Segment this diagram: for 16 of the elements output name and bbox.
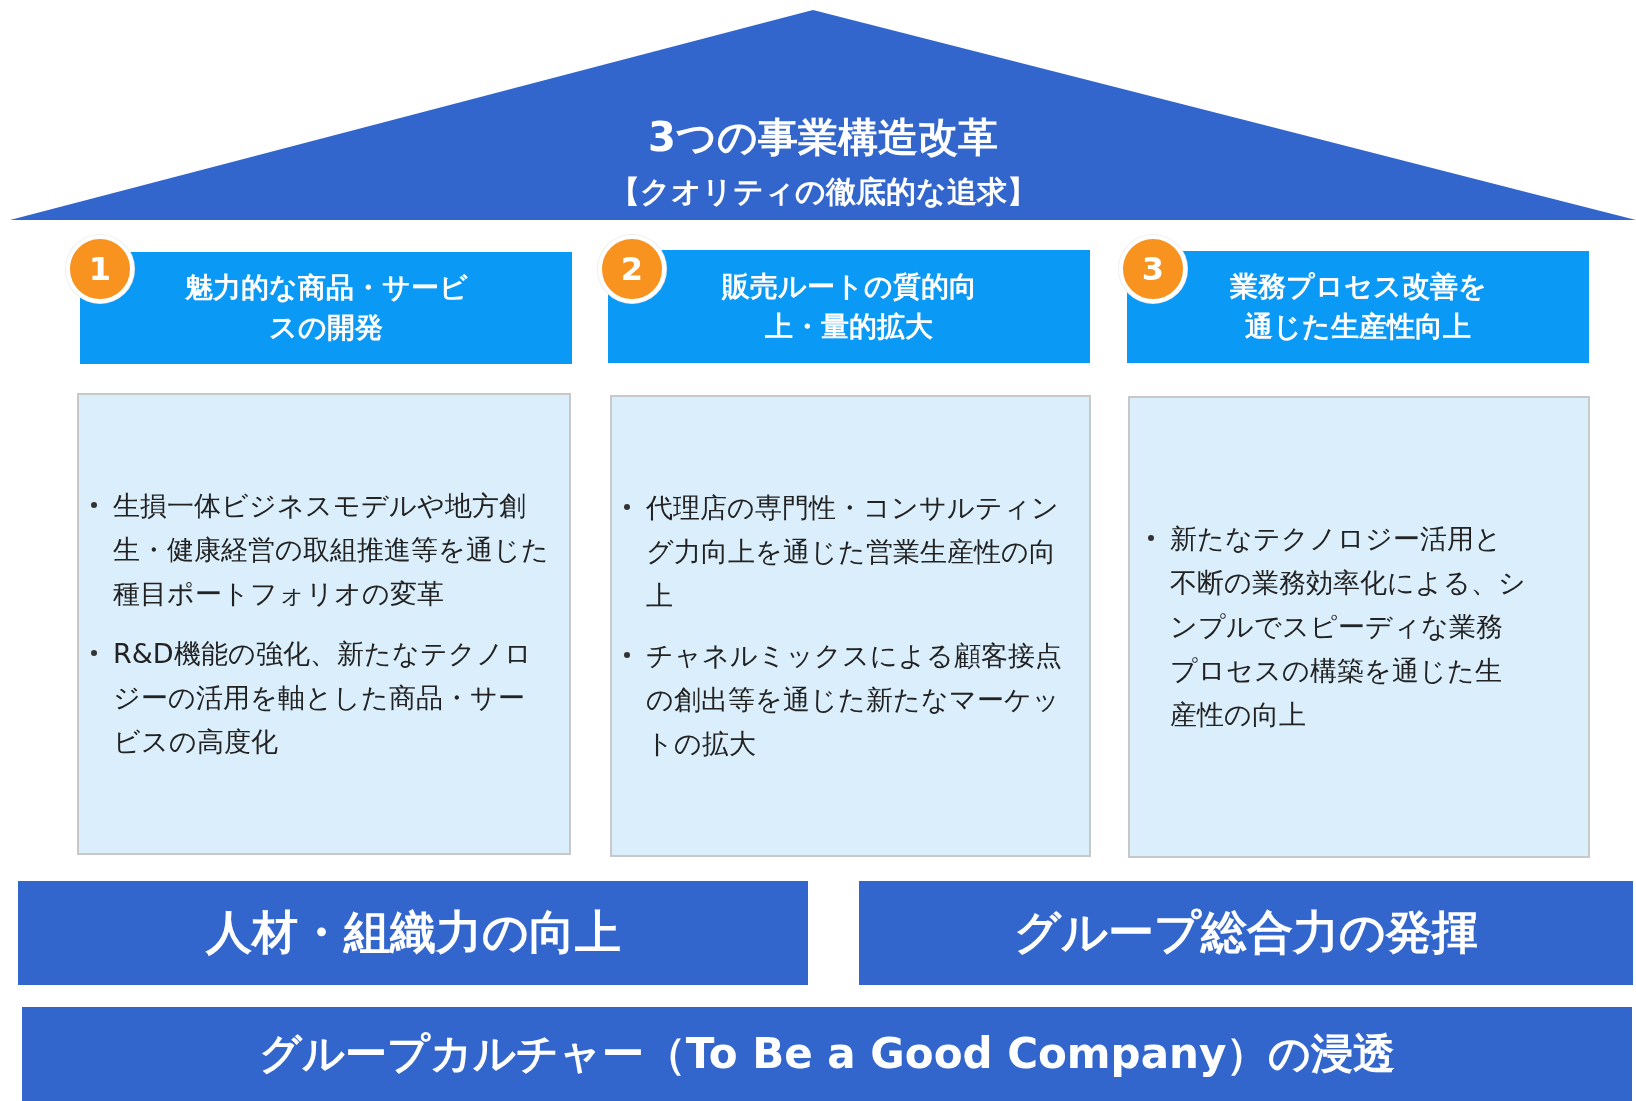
number-badge: 3 [1119,235,1187,303]
bullet-item: 新たなテクノロジー活用と不断の業務効率化による、シンプルでスピーディな業務プロセスの構築を通じた生産性の向上 [1170,522,1527,732]
number-badge: 1 [66,235,134,303]
number-badge: 2 [598,235,666,303]
bullet-item: チャネルミックスによる顧客接点の創出等を通じた新たなマーケットの拡大 [646,639,1063,761]
pillar-body [1128,396,1590,858]
bullet-item: 生損一体ビジネスモデルや地方創生・健康経営の取組推進等を通じた種目ポートフォリオの変革 [113,489,550,611]
pillar-body [610,395,1091,857]
subtitle: 【クオリティの徹底的な追求】 [608,173,1038,211]
foundation-bar: グループ総合力の発揮 [859,881,1633,985]
bullet-item: 代理店の専門性・コンサルティング力向上を通じた営業生産性の向上 [646,491,1060,613]
pillar-body [77,393,571,855]
foundation-bar: 人材・組織力の向上 [18,881,808,985]
foundation-bar: グループカルチャー（To Be a Good Company）の浸透 [22,1007,1632,1101]
bullet-item: R&D機能の強化、新たなテクノロジーの活用を軸とした商品・サービスの高度化 [113,637,533,759]
title: 3つの事業構造改革 [647,115,999,159]
